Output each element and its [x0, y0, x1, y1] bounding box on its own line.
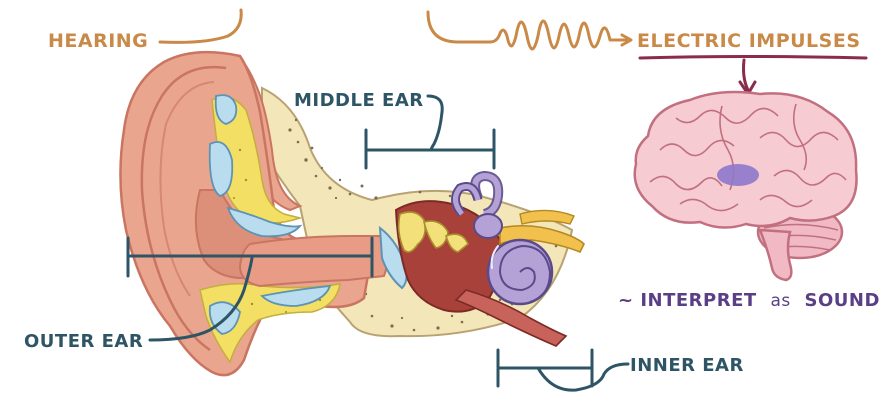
brain-arrow	[744, 60, 749, 90]
electric-impulses-label: ELECTRIC IMPULSES	[637, 30, 861, 52]
interpret-sound-word: SOUND	[805, 290, 880, 311]
middle-ear-bracket	[366, 130, 494, 168]
cerebrum	[635, 92, 857, 228]
hearing-connector-line	[160, 10, 241, 42]
ear-canal	[240, 236, 388, 286]
brain-stem	[760, 230, 791, 280]
sound-wave-line	[428, 12, 628, 49]
hearing-label: HEARING	[48, 30, 148, 52]
middle-ear-connector	[428, 96, 442, 150]
middle-ear-label: MIDDLE EAR	[294, 90, 424, 111]
outer-ear-label: OUTER EAR	[24, 331, 143, 352]
auditory-cortex-spot	[717, 164, 759, 186]
inner-ear-label: INNER EAR	[630, 355, 744, 376]
inner-ear-bracket	[498, 350, 592, 386]
interpret-as-word: as	[770, 291, 790, 311]
brain-illustration	[635, 92, 857, 280]
interpret-caption: ~ INTERPRET as SOUND	[618, 290, 880, 311]
impulses-underline	[640, 57, 866, 59]
interpret-prefix: ~ INTERPRET	[618, 290, 757, 311]
vestibule	[474, 214, 502, 238]
cochlea	[488, 240, 552, 304]
